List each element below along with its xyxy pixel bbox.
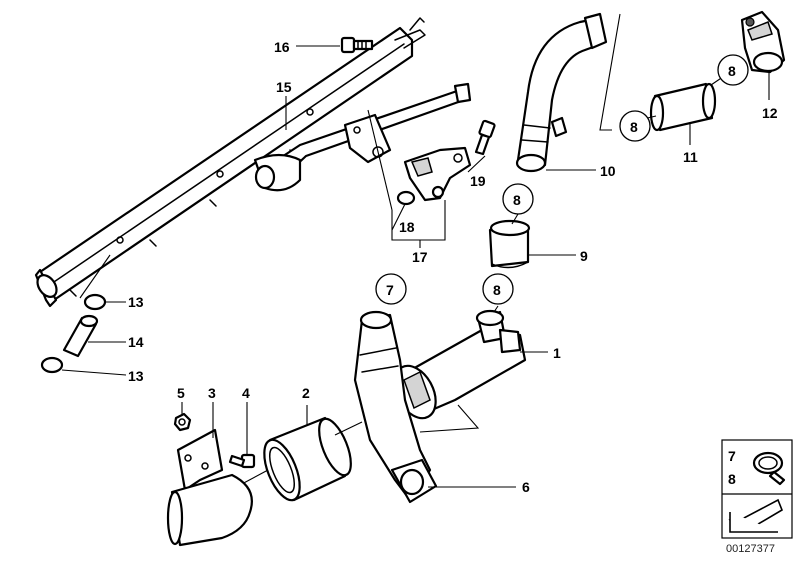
return-pipe[interactable] [253, 82, 472, 192]
hose-clamp-icon [752, 451, 786, 486]
screw-19[interactable] [474, 119, 496, 156]
callout-8-circled-d: 8 [717, 54, 749, 86]
svg-text:7: 7 [386, 282, 394, 298]
bolt-16[interactable] [340, 36, 374, 54]
callout-11: 11 [683, 149, 698, 165]
sleeve-11[interactable] [649, 82, 717, 132]
callout-18: 18 [399, 219, 415, 235]
callout-2: 2 [302, 385, 310, 401]
callout-12: 12 [762, 105, 778, 121]
callout-3: 3 [208, 385, 216, 401]
pressure-sensor[interactable] [403, 146, 472, 202]
bracket-3[interactable] [166, 428, 253, 547]
callout-15: 15 [276, 79, 292, 95]
legend-label-8: 8 [728, 471, 736, 487]
callout-1: 1 [553, 345, 561, 361]
callout-9: 9 [580, 248, 588, 264]
svg-text:8: 8 [728, 63, 736, 79]
legend-label-7: 7 [728, 448, 736, 464]
seal-ring-13-bottom[interactable] [40, 356, 64, 374]
callout-13-top: 13 [128, 294, 144, 310]
callout-8-circled-b: 8 [482, 273, 514, 305]
callout-19: 19 [470, 173, 486, 189]
callout-8-circled-c: 8 [619, 110, 651, 142]
seal-ring-18[interactable] [396, 190, 416, 206]
arrow-icon [728, 498, 783, 533]
connector-14[interactable] [62, 314, 99, 358]
callout-14: 14 [128, 334, 144, 350]
hose-6[interactable] [353, 310, 438, 504]
document-number: 00127377 [726, 543, 775, 555]
callout-6: 6 [522, 479, 530, 495]
sleeve-9[interactable] [488, 219, 531, 269]
svg-text:8: 8 [493, 282, 501, 298]
seal-ring-13-top[interactable] [83, 293, 107, 311]
callout-17: 17 [412, 249, 428, 265]
callout-13-bottom: 13 [128, 368, 144, 384]
svg-text:8: 8 [513, 192, 521, 208]
callout-7-circled: 7 [375, 273, 407, 305]
svg-text:8: 8 [630, 119, 638, 135]
legend-box: 7 8 [721, 439, 793, 539]
callout-5: 5 [177, 385, 185, 401]
callout-16: 16 [274, 39, 290, 55]
callout-8-circled-a: 8 [502, 183, 534, 215]
elbow-connector-12[interactable] [740, 10, 786, 74]
callout-10: 10 [600, 163, 616, 179]
bolt-4[interactable] [228, 453, 256, 469]
hose-10[interactable] [515, 12, 608, 173]
nut-5[interactable] [173, 412, 192, 432]
callout-4: 4 [242, 385, 250, 401]
rubber-sleeve-2[interactable] [257, 415, 357, 505]
fuel-rail[interactable] [34, 17, 426, 308]
